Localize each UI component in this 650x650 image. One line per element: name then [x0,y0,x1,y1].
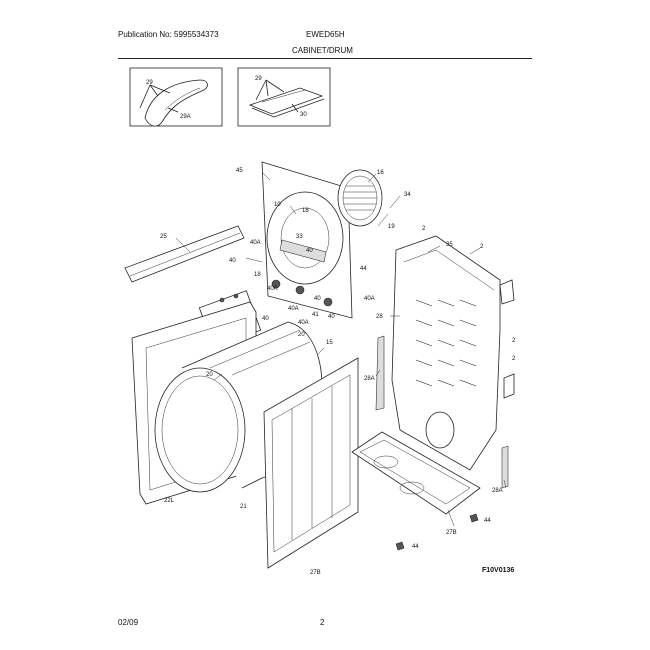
callout: 40A [288,306,299,312]
callout: 2 [512,338,516,344]
callout: 20 [298,332,305,338]
page-number: 2 [320,618,325,627]
callout: 40 [229,258,236,264]
callout: 29A [180,114,191,120]
model-number: EWED65H [306,30,345,39]
callout: 35 [446,242,453,248]
callout: 2 [422,226,426,232]
inset-box-1 [129,67,223,127]
callout: 44 [484,518,491,524]
callout: 19 [388,224,395,230]
rear-bulkhead [261,161,353,319]
bracket-28a-left [375,335,385,411]
callout: 40A [298,320,309,326]
rear-cabinet [391,235,515,471]
callout: 30 [300,112,307,118]
callout: 33 [296,234,303,240]
base-pan [351,431,481,515]
leader-lines [175,171,507,527]
callout: 28 [376,314,383,320]
callout: 40A [250,240,261,246]
callout: 22L [164,498,175,504]
callout: 29 [255,76,262,82]
footer-date: 02/09 [118,618,139,627]
bracket-28a-right [501,445,509,489]
callout: 41 [312,312,319,318]
callout: 44 [412,544,419,550]
callout: 27B [310,570,321,576]
callout: 45 [236,168,243,174]
inset-box-2 [237,67,331,127]
callout: 16 [377,170,384,176]
header-rule [118,58,532,59]
callout: 29 [146,80,153,86]
callout: 40 [314,296,321,302]
callout: 28A [364,376,375,382]
callout: 44 [360,266,367,272]
page-title: CABINET/DRUM [292,46,353,55]
callouts-main: 45 16 34 19 10 18 33 40A 40 18 40 40A 40… [160,168,516,576]
callout: 40 [306,248,313,254]
screw-44-b [395,541,405,551]
publication-number: Publication No: 5995534373 [118,30,219,39]
callout: 40A [267,286,278,292]
rail-25 [124,225,245,283]
callout: 20 [206,372,213,378]
callout: 2 [512,356,516,362]
callout: 18 [302,208,309,214]
vent-grille [337,169,383,227]
callout: 25 [160,234,167,240]
callouts-inset: 29 29A 29 30 [146,76,307,120]
callout: 21 [240,504,247,510]
figure-id: F10V0136 [482,567,515,574]
callout: 2 [480,244,484,250]
callout: 10 [274,202,281,208]
screw-44-a [469,513,479,523]
callout: 28A [492,488,503,494]
callout: 15 [326,340,333,346]
front-panel [263,357,359,569]
callout: 27B [446,530,457,536]
callout: 40A [364,296,375,302]
callout: 40 [328,314,335,320]
callout: 40 [262,316,269,322]
vent-slots [415,299,477,387]
callout: 18 [254,272,261,278]
callout: 34 [404,192,411,198]
